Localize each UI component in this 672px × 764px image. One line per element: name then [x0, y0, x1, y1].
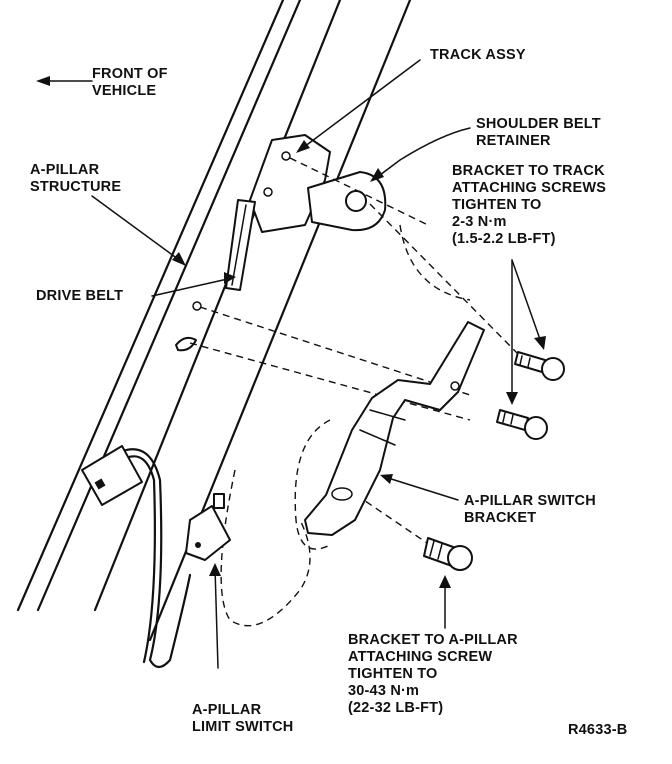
label-shoulder-belt-retainer-line2: RETAINER — [476, 133, 551, 149]
label-front-of-vehicle-line1: FRONT OF — [92, 66, 168, 82]
label-shoulder-belt-retainer-line1: SHOULDER BELT — [476, 116, 601, 132]
figure-id-text: R4633-B — [568, 722, 628, 738]
label-bracket-to-track-line1: BRACKET TO TRACK — [452, 163, 605, 179]
label-bracket-to-track-line3: TIGHTEN TO — [452, 197, 542, 213]
wiring-harness — [81, 445, 192, 669]
limit-switch-shape — [185, 493, 231, 561]
label-front-of-vehicle-line2: VEHICLE — [92, 83, 157, 99]
label-drive-belt-line1: DRIVE BELT — [36, 288, 124, 304]
label-a-pillar-switch-bracket-line2: BRACKET — [464, 510, 537, 526]
label-bracket-to-a-pillar-line1: BRACKET TO A-PILLAR — [348, 632, 518, 648]
label-bracket-to-a-pillar-line5: (22-32 LB-FT) — [348, 700, 444, 716]
screw-middle — [496, 409, 548, 440]
figure-id: R4633-B — [568, 722, 627, 739]
label-shoulder-belt-retainer: SHOULDER BELT RETAINER — [476, 116, 601, 150]
label-bracket-to-a-pillar-line4: 30-43 N·m — [348, 683, 420, 699]
label-bracket-to-a-pillar-line2: ATTACHING SCREW — [348, 649, 493, 665]
label-a-pillar-limit-switch: A-PILLAR LIMIT SWITCH — [192, 702, 293, 736]
a-pillar-switch-bracket-shape — [304, 321, 485, 536]
label-a-pillar-limit-switch-line2: LIMIT SWITCH — [192, 719, 294, 735]
label-a-pillar-structure-line2: STRUCTURE — [30, 179, 122, 195]
label-front-of-vehicle: FRONT OF VEHICLE — [92, 66, 168, 100]
label-bracket-to-a-pillar-line3: TIGHTEN TO — [348, 666, 438, 682]
dashed-alignment-lines — [189, 157, 521, 627]
label-a-pillar-structure-line1: A-PILLAR — [30, 162, 100, 178]
label-bracket-to-track-line5: (1.5-2.2 LB-FT) — [452, 231, 556, 247]
label-a-pillar-structure: A-PILLAR STRUCTURE — [30, 162, 121, 196]
label-bracket-to-track-line4: 2-3 N·m — [452, 214, 507, 230]
label-bracket-to-track-line2: ATTACHING SCREWS — [452, 180, 607, 196]
label-a-pillar-switch-bracket: A-PILLAR SWITCH BRACKET — [464, 493, 596, 527]
pillar-holes — [175, 301, 202, 352]
label-a-pillar-limit-switch-line1: A-PILLAR — [192, 702, 262, 718]
label-track-assy-line1: TRACK ASSY — [430, 47, 526, 63]
drive-belt-shape — [225, 199, 256, 291]
label-track-assy: TRACK ASSY — [430, 47, 526, 64]
label-bracket-to-track: BRACKET TO TRACK ATTACHING SCREWS TIGHTE… — [452, 163, 606, 248]
leader-lines — [36, 59, 546, 669]
shoulder-belt-retainer-shape — [307, 171, 387, 232]
screw-upper — [514, 351, 565, 381]
label-a-pillar-switch-bracket-line1: A-PILLAR SWITCH — [464, 493, 596, 509]
label-drive-belt: DRIVE BELT — [36, 288, 123, 305]
screw-lower — [423, 537, 473, 571]
label-bracket-to-a-pillar: BRACKET TO A-PILLAR ATTACHING SCREW TIGH… — [348, 632, 518, 717]
